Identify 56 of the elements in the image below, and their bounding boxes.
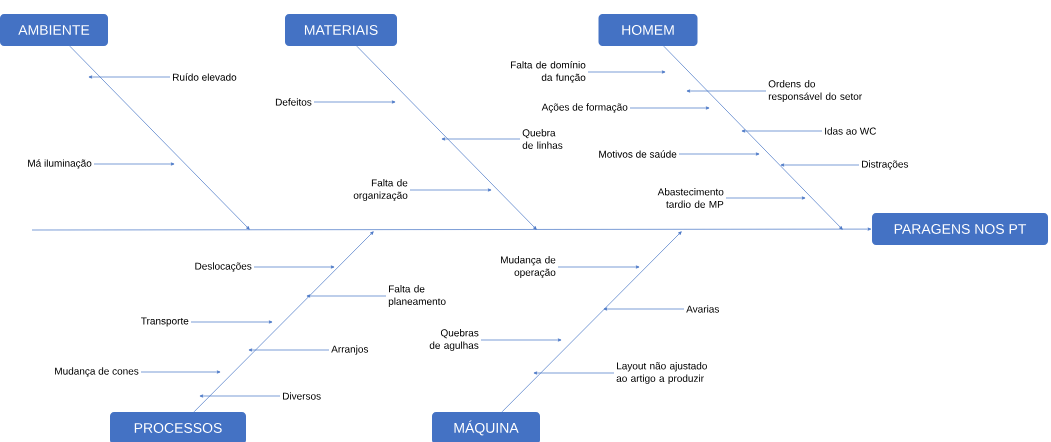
cause-label: Idas ao WC xyxy=(825,127,877,135)
cause-label: Diversos xyxy=(283,392,321,400)
arrow xyxy=(557,265,640,269)
cause-label: Motivos de saúde xyxy=(599,150,677,158)
cause-label: Mudança de operação xyxy=(501,256,556,278)
arrow xyxy=(686,89,767,93)
category-box: MÁQUINA xyxy=(432,412,540,442)
arrow xyxy=(190,320,273,324)
category-box: PARAGENS NOS PT xyxy=(872,213,1048,245)
cause-label: Deslocações xyxy=(195,262,252,272)
cause-label: Falta de domínio da função xyxy=(511,61,586,83)
cause-label: Falta de planeamento xyxy=(388,285,446,307)
fishbone-bone xyxy=(69,45,250,230)
arrow xyxy=(248,348,330,352)
cause-label: Defeitos xyxy=(275,98,312,106)
arrow xyxy=(199,394,281,398)
arrow xyxy=(93,162,175,166)
arrow xyxy=(603,307,685,311)
cause-label: Má iluminação xyxy=(28,159,92,169)
category-box: HOMEM xyxy=(598,14,698,46)
category-box: MATERIAIS xyxy=(285,14,397,46)
fishbone-bone xyxy=(501,231,682,413)
arrow xyxy=(741,129,823,133)
fishbone-bone xyxy=(356,45,537,230)
cause-label: Distrações xyxy=(862,160,909,170)
cause-label: Arranjos xyxy=(331,345,369,355)
cause-label: Layout não ajustado ao artigo a produzir xyxy=(616,362,707,384)
arrow xyxy=(441,137,521,141)
fishbone-bone xyxy=(663,45,843,230)
arrow xyxy=(587,70,666,74)
cause-label: Ordens do responsável do setor xyxy=(768,80,862,102)
cause-label: Mudança de cones xyxy=(55,367,139,377)
category-box: AMBIENTE xyxy=(0,14,108,46)
arrow xyxy=(725,196,806,200)
cause-label: Avarias xyxy=(686,305,719,313)
fishbone-bone xyxy=(193,231,374,413)
arrow xyxy=(253,265,335,269)
arrow xyxy=(678,152,760,156)
cause-label: Quebra de linhas xyxy=(522,129,563,149)
arrow xyxy=(780,163,860,167)
arrow xyxy=(629,106,710,110)
cause-label: Quebras de agulhas xyxy=(429,329,479,351)
cause-label: Transporte xyxy=(141,317,189,327)
arrow xyxy=(533,371,615,375)
cause-label: Abastecimento tardio de MP xyxy=(657,188,724,208)
cause-label: Falta de organização xyxy=(353,179,408,201)
cause-label: Ruído elevado xyxy=(173,73,237,81)
arrow xyxy=(140,370,221,374)
category-box: PROCESSOS xyxy=(110,412,246,442)
cause-label: Ações de formação xyxy=(541,103,628,113)
arrow xyxy=(313,100,396,104)
arrow xyxy=(480,338,562,342)
arrow xyxy=(88,75,171,79)
arrow xyxy=(409,188,492,192)
arrow xyxy=(306,294,387,298)
fishbone-spine xyxy=(31,227,872,231)
